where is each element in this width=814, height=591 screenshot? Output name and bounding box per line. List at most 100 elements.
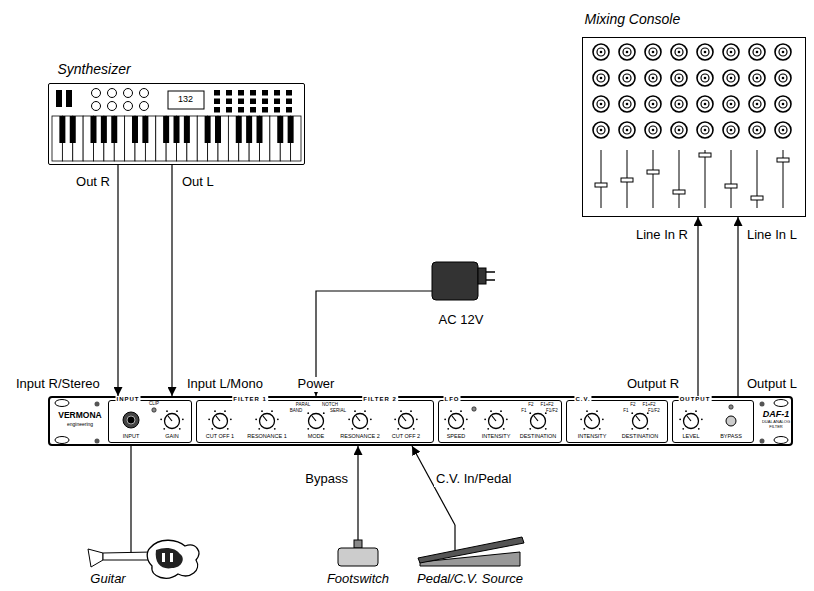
rack-slot xyxy=(55,437,69,444)
fader-track xyxy=(731,150,732,208)
rack-slot xyxy=(774,400,788,407)
mixer-knob xyxy=(645,122,661,138)
fader-cap xyxy=(751,196,763,200)
panel-label: INTENSITY xyxy=(482,433,511,439)
mixer-knob-dot xyxy=(782,77,785,80)
screw xyxy=(760,402,765,407)
scale-dot xyxy=(580,418,582,420)
pickup xyxy=(170,553,173,562)
mixer-knob-ring xyxy=(779,100,787,108)
scale-dot xyxy=(307,428,309,430)
scale-dot xyxy=(506,418,508,420)
mixer-knob xyxy=(593,44,609,60)
scale-dot xyxy=(416,418,418,420)
mixer-knob-ring xyxy=(753,126,761,134)
black-key xyxy=(246,116,252,143)
mixer-knob-ring xyxy=(597,74,605,82)
synth-button xyxy=(274,90,280,96)
filter-unit: VERMONAengineeringDAF-1DUAL ANALOG FILTE… xyxy=(48,396,793,446)
signal-cable xyxy=(171,165,172,396)
mixer-knob-ring xyxy=(675,100,683,108)
footswitch-art xyxy=(338,525,378,566)
panel-label: F2 xyxy=(630,402,635,407)
knob xyxy=(684,414,699,429)
mixer-knob xyxy=(671,44,687,60)
black-key xyxy=(236,116,242,143)
signal-cable xyxy=(117,165,118,396)
knob-pointer xyxy=(492,416,496,421)
black-key xyxy=(277,116,283,143)
mixer-knob-dot xyxy=(782,129,785,132)
mixer-knob xyxy=(723,96,739,112)
scale-dot xyxy=(271,410,273,412)
black-key xyxy=(288,116,294,143)
scale-dot xyxy=(695,410,697,412)
mixer-knob-ring xyxy=(623,48,631,56)
input-jack-hole xyxy=(127,416,135,424)
scale-dot xyxy=(631,412,633,414)
connector-label: Power xyxy=(296,377,337,392)
mixing-console: Mixing Console xyxy=(582,37,806,217)
scale-dot xyxy=(351,428,353,430)
scale-dot xyxy=(466,418,468,420)
mixer-knob-dot xyxy=(652,103,655,106)
mixer-knob-dot xyxy=(678,51,681,54)
mixer-knob-ring xyxy=(597,48,605,56)
synth-button xyxy=(286,107,292,113)
panel-label: F2 xyxy=(528,402,533,407)
black-key xyxy=(215,116,221,143)
synth-knob xyxy=(140,89,149,98)
scale-dot xyxy=(348,418,350,420)
scale-dot xyxy=(410,410,412,412)
mixer-knob-ring xyxy=(701,74,709,82)
connector-label: Bypass xyxy=(303,472,350,487)
screw xyxy=(95,439,100,444)
connector-label: Line In R xyxy=(634,228,690,243)
knob xyxy=(633,414,648,429)
synth-button xyxy=(274,99,280,105)
panel-label: RESONANCE 2 xyxy=(340,433,379,439)
input-section: INPUTCLIPINPUTGAIN xyxy=(108,400,192,443)
mixer-knob-dot xyxy=(756,77,759,80)
fader-cap xyxy=(673,190,685,194)
panel-label: LFO xyxy=(444,396,461,403)
synth-button xyxy=(262,90,268,96)
node-label: DUAL ANALOG FILTER xyxy=(761,420,791,429)
panel-label: INPUT xyxy=(116,396,141,403)
mixer-knob xyxy=(775,96,791,112)
scale-dot xyxy=(460,410,462,412)
synth-button xyxy=(250,90,256,96)
mixer-knob xyxy=(775,70,791,86)
scale-dot xyxy=(160,418,162,420)
mixer-knob-ring xyxy=(597,126,605,134)
knob-pointer xyxy=(312,416,316,421)
mixer-knob-ring xyxy=(727,74,735,82)
synth-knob xyxy=(124,89,133,98)
panel-label: FILTER 1 xyxy=(232,396,268,403)
knob xyxy=(213,414,228,429)
connector-label: Line In L xyxy=(745,228,799,243)
panel-label: F1+F2 xyxy=(642,402,655,407)
fader-track xyxy=(705,150,706,208)
panel-label: OUTPUT xyxy=(679,396,712,403)
mixer-knob-dot xyxy=(678,103,681,106)
scale-dot xyxy=(397,428,399,430)
fader-track xyxy=(653,150,654,208)
scale-dot xyxy=(255,418,257,420)
synth-button xyxy=(238,90,244,96)
knob xyxy=(489,414,504,429)
synthesizer: Synthesizer132 xyxy=(48,83,305,165)
black-key xyxy=(111,116,117,143)
rack-slot xyxy=(774,437,788,444)
port-label: Output L xyxy=(745,377,799,392)
black-key xyxy=(59,116,65,143)
mixer-knob xyxy=(645,44,661,60)
synth-button xyxy=(286,99,292,105)
synth-knob xyxy=(92,102,101,111)
mixer-knob-dot xyxy=(600,77,603,80)
synth-button xyxy=(226,90,232,96)
knob-pointer xyxy=(168,416,172,421)
panel-label: F1/F2 xyxy=(546,408,558,413)
synthesizer-art xyxy=(52,89,301,162)
scale-dot xyxy=(685,410,687,412)
